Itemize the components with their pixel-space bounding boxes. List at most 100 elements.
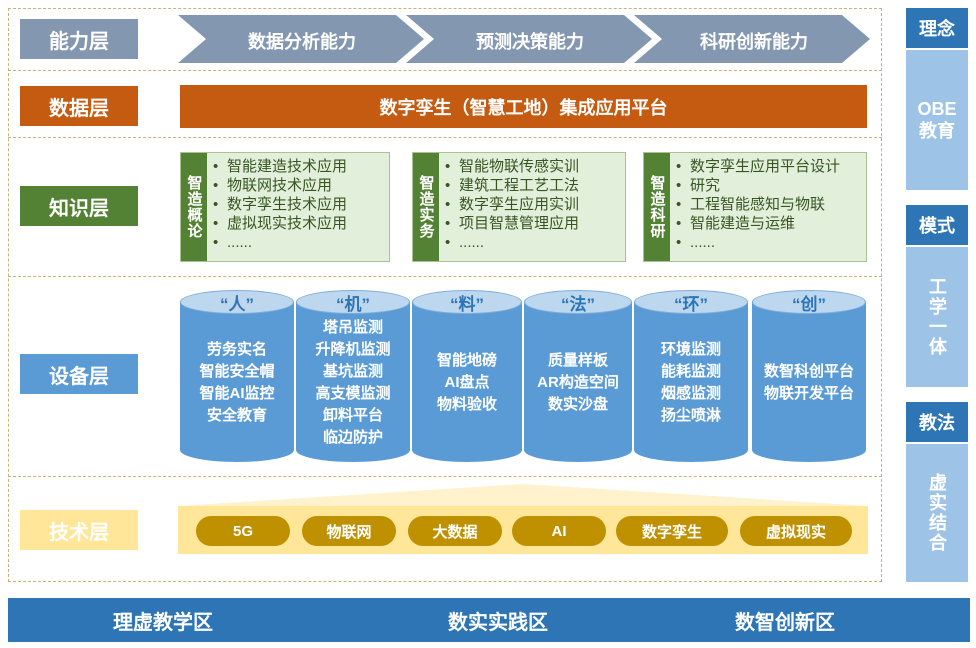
separator-4: [8, 476, 882, 477]
bottom-bar: [8, 598, 970, 642]
cylinder-top: “料”: [412, 290, 522, 314]
knowledge-item: 建筑工程工艺工法: [445, 176, 621, 195]
equipment-item: 扬尘喷淋: [660, 407, 721, 424]
tech-pill-digital-twin: 数字孪生: [616, 516, 728, 546]
cylinder-body: [524, 302, 632, 450]
layer-label-knowledge: 知识层: [20, 186, 138, 226]
zone-innovation: 数智创新区: [735, 612, 835, 634]
cylinder-machine: “机” 塔吊监测 升降机监测 基坑监测 高支模监测 卸料平台 临边防护: [296, 290, 410, 462]
equipment-item: AR构造空间: [537, 374, 619, 391]
knowledge-box-3: 智造科研 数字孪生应用平台设计 研究 工程智能感知与物联 智能建造与运维 ...…: [643, 152, 867, 262]
knowledge-tag-2-text: 智造实务: [417, 175, 435, 239]
right-body-concept-text: OBE教育: [917, 99, 957, 141]
chevron-2: [406, 15, 652, 63]
tech-pill-vr: 虚拟现实: [740, 516, 852, 546]
equipment-item: 智能安全帽: [199, 363, 275, 380]
layer-label-technology: 技术层: [20, 510, 138, 550]
equipment-item: 临边防护: [322, 429, 383, 446]
right-head-mode: 模式: [906, 205, 968, 245]
knowledge-item-continuation: 研究: [676, 176, 862, 195]
right-body-concept: OBE教育: [906, 50, 968, 190]
right-body-method: 虚实结合: [906, 444, 968, 582]
equipment-item: 智能地磅: [436, 352, 497, 369]
cylinder-items: 质量样板 AR构造空间 数实沙盘: [524, 320, 632, 446]
equipment-item: 物联开发平台: [763, 385, 854, 402]
cylinder-top: “机”: [296, 290, 410, 314]
equipment-item: 数智科创平台: [763, 363, 854, 380]
knowledge-item: 智能建造与运维: [676, 214, 862, 233]
knowledge-box-1: 智造概论 智能建造技术应用 物联网技术应用 数字孪生技术应用 虚拟现实技术应用 …: [180, 152, 390, 262]
capability-3: 科研创新能力: [700, 32, 808, 52]
separator-1: [8, 70, 882, 71]
knowledge-box-2: 智造实务 智能物联传感实训 建筑工程工艺工法 数字孪生应用实训 项目智慧管理应用…: [412, 152, 626, 262]
knowledge-list-1: 智能建造技术应用 物联网技术应用 数字孪生技术应用 虚拟现实技术应用 .....…: [213, 157, 385, 252]
tech-pill-5g: 5G: [196, 516, 290, 546]
cylinder-innovation: “创” 数智科创平台 物联开发平台: [752, 290, 866, 462]
knowledge-list-2: 智能物联传感实训 建筑工程工艺工法 数字孪生应用实训 项目智慧管理应用 ....…: [445, 157, 621, 252]
architecture-frame: [8, 8, 882, 582]
tech-pill-iot: 物联网: [302, 516, 396, 546]
chevron-3: [634, 15, 870, 63]
knowledge-item: 数字孪生技术应用: [213, 195, 385, 214]
cylinder-body: [752, 302, 866, 450]
knowledge-tag-3: 智造科研: [644, 153, 670, 261]
right-body-mode-text: 工学一体: [927, 277, 947, 357]
equipment-item: 卸料平台: [322, 407, 383, 424]
right-body-mode: 工学一体: [906, 247, 968, 387]
knowledge-item: 智能物联传感实训: [445, 157, 621, 176]
cylinder-items: 塔吊监测 升降机监测 基坑监测 高支模监测 卸料平台 临边防护: [296, 319, 410, 446]
equipment-item: 升降机监测: [315, 341, 391, 358]
knowledge-item: 项目智慧管理应用: [445, 214, 621, 233]
platform-banner: 数字孪生（智慧工地）集成应用平台: [180, 85, 867, 128]
equipment-item: 安全教育: [206, 407, 267, 424]
tech-pill-bigdata: 大数据: [408, 516, 502, 546]
equipment-item: 高支模监测: [315, 385, 391, 402]
cylinder-top: “环”: [634, 290, 748, 314]
knowledge-item: 工程智能感知与物联: [676, 195, 862, 214]
knowledge-item: 数字孪生应用实训: [445, 195, 621, 214]
cylinder-top: “创”: [752, 290, 866, 314]
layer-label-data: 数据层: [20, 86, 138, 126]
zone-practice: 数实实践区: [448, 612, 548, 634]
chevron-1: [178, 15, 424, 63]
equipment-item: 质量样板: [547, 352, 608, 369]
knowledge-item: 虚拟现实技术应用: [213, 214, 385, 233]
equipment-item: 物料验收: [436, 396, 497, 413]
cylinder-material: “料” 智能地磅 AI盘点 物料验收: [412, 290, 522, 462]
equipment-item: AI盘点: [444, 374, 490, 391]
knowledge-item: 智能建造技术应用: [213, 157, 385, 176]
equipment-item: 劳务实名: [206, 341, 267, 358]
knowledge-item: 物联网技术应用: [213, 176, 385, 195]
knowledge-item: ......: [213, 233, 385, 252]
cylinder-items: 数智科创平台 物联开发平台: [752, 320, 866, 446]
technology-roof: [178, 484, 868, 506]
cylinder-items: 劳务实名 智能安全帽 智能AI监控 安全教育: [180, 320, 294, 446]
knowledge-tag-1-text: 智造概论: [185, 175, 203, 239]
knowledge-tag-3-text: 智造科研: [648, 175, 666, 239]
cylinder-method: “法” 质量样板 AR构造空间 数实沙盘: [524, 290, 632, 462]
equipment-item: 能耗监测: [660, 363, 721, 380]
capability-chevrons: [178, 15, 870, 63]
knowledge-list-3: 数字孪生应用平台设计 研究 工程智能感知与物联 智能建造与运维 ......: [676, 157, 862, 252]
cylinder-top: “人”: [180, 290, 294, 314]
equipment-item: 基坑监测: [322, 363, 383, 380]
knowledge-item: ......: [676, 233, 862, 252]
equipment-item: 塔吊监测: [322, 319, 383, 336]
capability-2: 预测决策能力: [476, 32, 584, 52]
separator-2: [8, 137, 882, 138]
cylinder-people: “人” 劳务实名 智能安全帽 智能AI监控 安全教育: [180, 290, 294, 462]
equipment-item: 烟感监测: [660, 385, 721, 402]
cylinder-body: [412, 302, 522, 450]
separator-3: [8, 276, 882, 277]
cylinder-body: [634, 302, 748, 450]
knowledge-item: ......: [445, 233, 621, 252]
capability-1: 数据分析能力: [248, 32, 356, 52]
right-body-method-text: 虚实结合: [927, 473, 947, 553]
equipment-item: 环境监测: [660, 341, 721, 358]
equipment-item: 数实沙盘: [547, 396, 608, 413]
knowledge-tag-1: 智造概论: [181, 153, 207, 261]
cylinder-items: 智能地磅 AI盘点 物料验收: [412, 320, 522, 446]
zone-virtual-teaching: 理虚教学区: [113, 612, 213, 634]
knowledge-tag-2: 智造实务: [413, 153, 439, 261]
layer-label-capability: 能力层: [20, 19, 138, 59]
